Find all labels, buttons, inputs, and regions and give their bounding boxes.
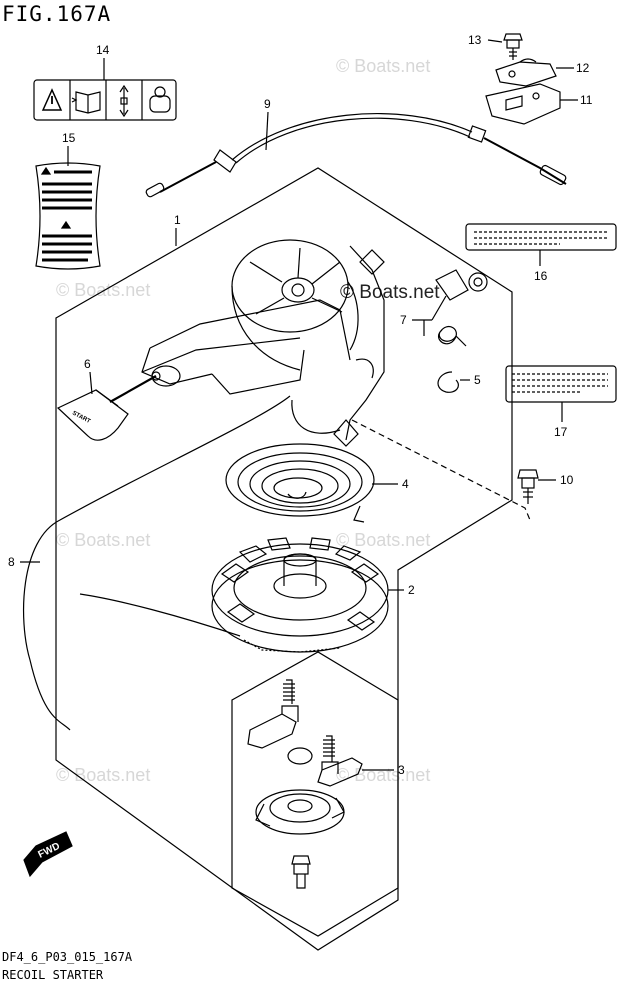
starter-rope-8	[22, 395, 291, 731]
callout-14: 14	[96, 43, 110, 57]
cable-9	[145, 113, 567, 198]
clamp-12	[495, 58, 557, 87]
watermark: © Boats.net	[56, 530, 151, 550]
caution-label-15	[35, 162, 101, 270]
callout-17: 17	[554, 425, 568, 439]
subassembly-frame-3	[231, 651, 399, 937]
watermark: © Boats.net	[56, 280, 151, 300]
starter-handle-6	[56, 371, 161, 441]
watermark: © Boats.net	[336, 530, 431, 550]
callout-3: 3	[398, 763, 405, 777]
watermark-overlay: © Boats.net	[340, 282, 440, 303]
decal-16	[465, 223, 617, 251]
callout-1: 1	[174, 213, 181, 227]
watermark: © Boats.net	[56, 765, 151, 785]
starter-knob-icon	[149, 86, 171, 113]
bolt-13	[503, 33, 523, 60]
callout-15: 15	[62, 131, 76, 145]
bolt-10	[517, 469, 539, 504]
callout-11: 11	[580, 93, 593, 107]
callout-16: 16	[534, 269, 548, 283]
callout-9: 9	[264, 97, 271, 111]
watermark: © Boats.net	[336, 56, 431, 76]
decal-17	[505, 365, 617, 403]
callout-6: 6	[84, 357, 91, 371]
callout-13: 13	[468, 33, 482, 47]
up-down-arrow-icon	[119, 84, 129, 118]
callout-5: 5	[474, 373, 481, 387]
recoil-housing-1	[141, 239, 385, 447]
manual-book-icon	[71, 91, 101, 114]
callout-12: 12	[576, 61, 590, 75]
callout-10: 10	[560, 473, 574, 487]
bracket-11	[485, 83, 561, 125]
warning-triangle-icon	[41, 88, 63, 111]
callout-4: 4	[402, 477, 409, 491]
figure-code: DF4_6_P03_015_167A	[2, 950, 133, 964]
callout-7: 7	[400, 313, 407, 327]
clip-5	[437, 371, 459, 393]
callout-8: 8	[8, 555, 15, 569]
recoil-spring-4	[225, 443, 375, 523]
ratchet-spring-7	[431, 269, 488, 347]
callout-2: 2	[408, 583, 415, 597]
warning-label-14	[33, 79, 177, 121]
figure-title: FIG.167A	[2, 2, 112, 26]
figure-name: RECOIL STARTER	[2, 968, 104, 982]
forward-arrow-icon	[23, 831, 73, 878]
assembly-frame	[55, 167, 513, 951]
ratchet-assembly-3	[247, 679, 363, 889]
